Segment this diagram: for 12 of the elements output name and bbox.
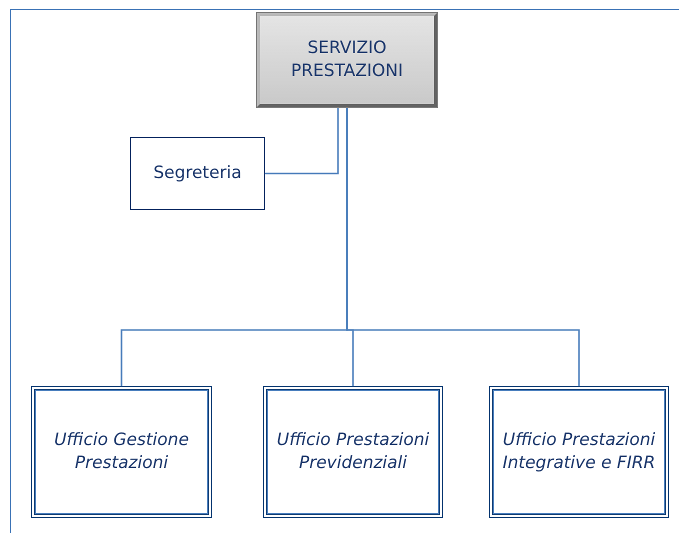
office-box xyxy=(130,137,265,210)
connector-line xyxy=(346,107,580,386)
box-label: Ufficio Gestione Prestazioni xyxy=(53,429,190,475)
office-box xyxy=(489,386,669,518)
office-box xyxy=(263,386,443,518)
connector-line xyxy=(265,107,339,174)
box-label: Ufficio Prestazioni Previdenziali xyxy=(276,429,430,475)
office-box xyxy=(31,386,212,518)
department-box xyxy=(257,13,437,107)
box-label: SERVIZIO PRESTAZIONI xyxy=(290,37,404,83)
box-label: Ufficio Prestazioni Integrative e FIRR xyxy=(502,429,656,475)
box-label: Segreteria xyxy=(153,162,242,185)
